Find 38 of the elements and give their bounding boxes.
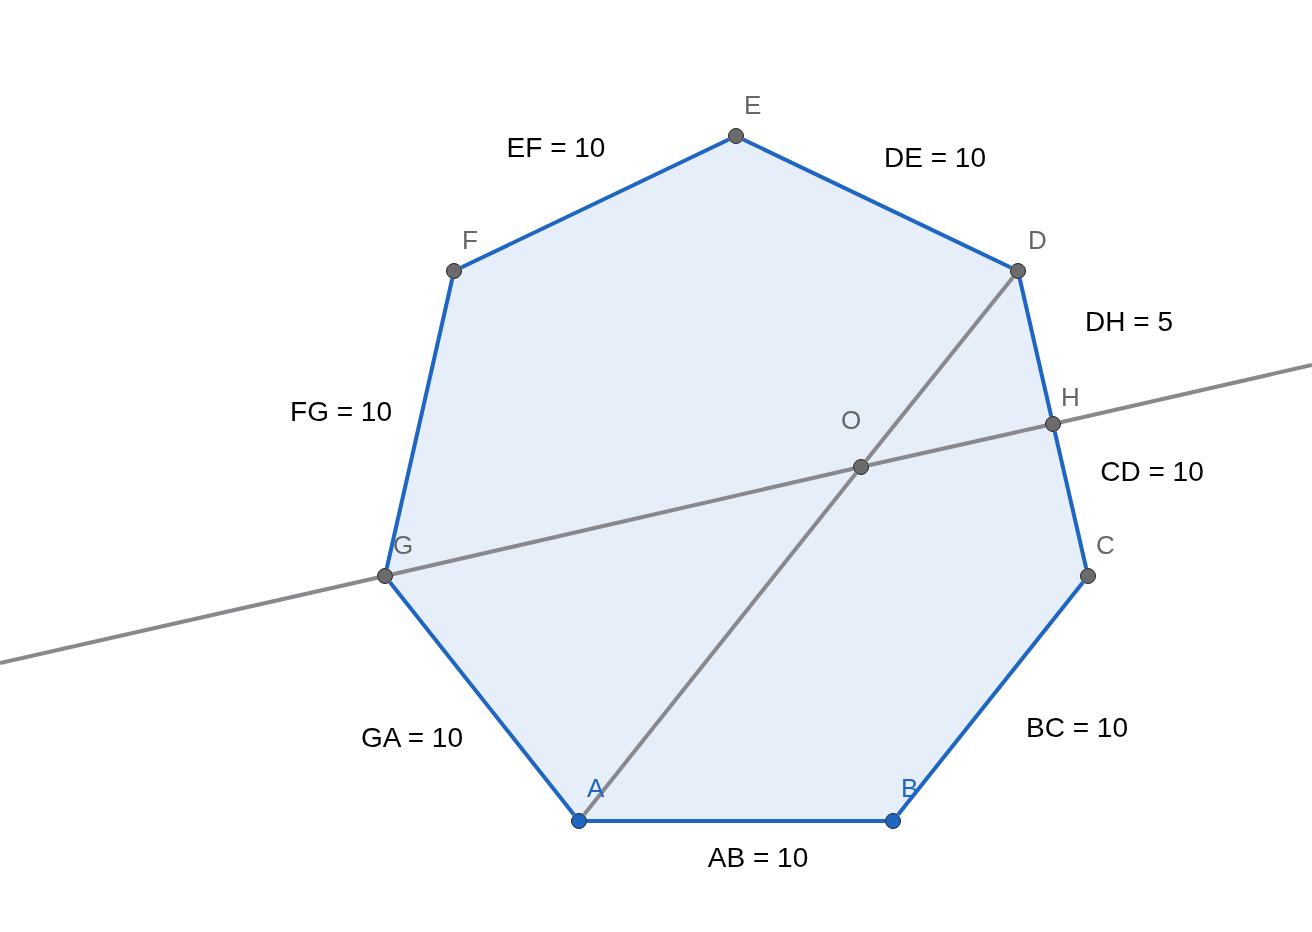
length-label: DH = 5 <box>1085 308 1173 336</box>
point-marker <box>728 128 744 144</box>
line-segment <box>392 466 854 577</box>
point-name: F <box>462 227 478 253</box>
length-label: AB = 10 <box>707 844 809 872</box>
point-marker <box>446 263 462 279</box>
point-name: G <box>393 532 414 558</box>
length-label: EF = 10 <box>506 134 606 162</box>
polygon-side <box>460 137 730 270</box>
polygon-side <box>1017 278 1054 417</box>
line-segment <box>864 276 1015 462</box>
length-label: FG = 10 <box>290 398 392 426</box>
length-label: GA = 10 <box>361 724 463 752</box>
point-marker <box>885 813 901 829</box>
line-segment <box>1060 363 1312 425</box>
polygon-side <box>742 137 1012 270</box>
point-marker <box>1010 263 1026 279</box>
length-label: DE = 10 <box>884 144 986 172</box>
point-name: C <box>1096 532 1115 558</box>
length-label: CD = 10 <box>1100 458 1204 486</box>
line-segment <box>868 423 1046 468</box>
polygon-side <box>384 278 455 569</box>
point-marker <box>1080 568 1096 584</box>
polygon-side <box>587 819 885 823</box>
point-marker <box>377 568 393 584</box>
length-label: BC = 10 <box>1026 714 1128 742</box>
polygon-side <box>388 581 576 816</box>
point-name: D <box>1028 227 1047 253</box>
line-segment <box>0 575 378 665</box>
line-segment <box>582 472 858 816</box>
point-name: A <box>587 775 605 801</box>
point-marker <box>571 813 587 829</box>
polygon-side <box>1052 431 1089 569</box>
point-name: E <box>744 92 762 118</box>
point-name: O <box>841 407 862 433</box>
polygon-side <box>896 581 1085 816</box>
point-name: H <box>1061 384 1080 410</box>
point-marker <box>1045 416 1061 432</box>
